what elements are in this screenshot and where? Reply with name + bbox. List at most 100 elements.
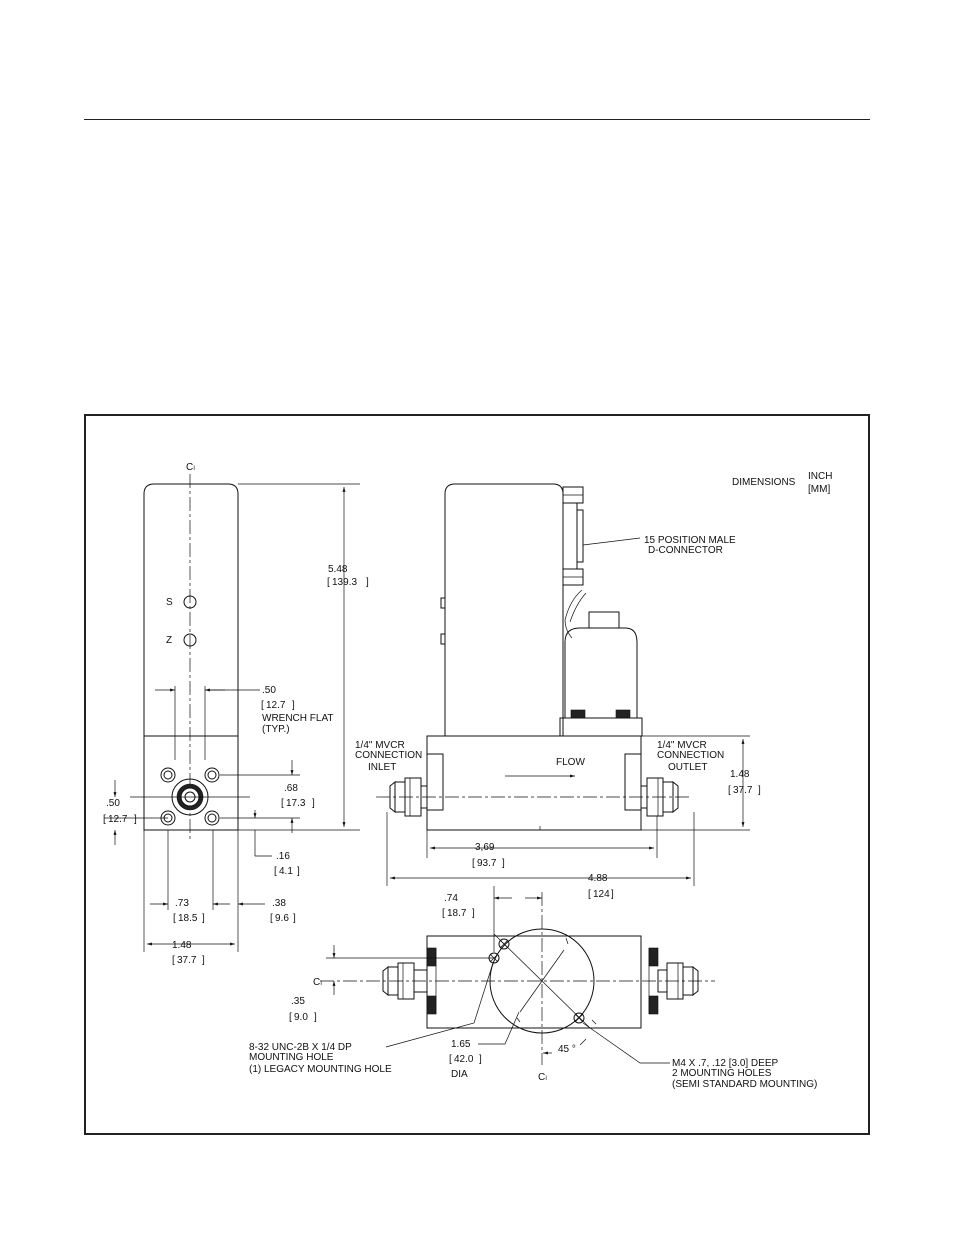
wrench-flat-typ: (TYP.) [262,724,290,735]
hole-x-inch: .73 [175,898,189,909]
svg-text:[: [ [270,913,273,924]
height-inch: 5.48 [328,564,348,575]
svg-text:]: ] [202,913,205,924]
left-offset-inch: .50 [106,798,120,809]
front-view: Cₗ S Z 5.48 [103,462,369,966]
svg-text:]: ] [366,577,369,588]
connector-label: 15 POSITION MALE [644,535,736,546]
left-offset-mm: 12.7 [108,814,128,825]
legacy-hole-note: (1) LEGACY MOUNTING HOLE [249,1064,392,1075]
units-label: DIMENSIONS [732,477,796,488]
body-height-inch: 1.48 [730,769,750,780]
legacy-hole-spec: 8-32 UNC-2B X 1/4 DP [249,1042,352,1053]
legacy-hole-icon [498,938,510,950]
offset-y-inch: .35 [291,996,305,1007]
drawing-frame [84,414,870,1135]
svg-text:]: ] [293,913,296,924]
legacy-hole-type: MOUNTING HOLE [249,1052,334,1063]
offset-x-inch: .74 [444,893,458,904]
d-connector-icon [562,486,584,586]
width-inch: 1.48 [172,940,192,951]
offset-x-mm: 18.7 [447,908,467,919]
svg-text:[: [ [274,866,277,877]
inlet-label: 1/4" MVCR [355,740,405,751]
semi-hole-note: (SEMI STANDARD MOUNTING) [672,1079,817,1090]
semi-hole-count: 2 MOUNTING HOLES [672,1068,772,1079]
body-height-mm: 37.7 [733,785,753,796]
hole-pitch-inch: .68 [284,783,298,794]
outlet-text: OUTLET [668,762,707,773]
span-adjust-hole [183,595,197,609]
circle-dia-note: DIA [451,1069,468,1080]
bottom-centerline-symbol-v: Cₗ [538,1072,547,1083]
units-mm: [MM] [808,484,830,495]
side-view: 15 POSITION MALE D-CONNECTOR FLOW [355,483,761,900]
width-mm: 37.7 [177,955,197,966]
bottom-offset-inch: .16 [276,851,290,862]
body-length-mm: 93.7 [477,858,497,869]
front-body-outline [143,483,239,831]
wrench-flat-note: WRENCH FLAT [262,713,333,724]
right-offset-mm: 9.6 [275,913,289,924]
centerline-symbol: Cₗ [186,462,195,473]
bottom-centerline-symbol: Cₗ [313,977,322,988]
header-rule [84,119,870,120]
offset-y-mm: 9.0 [294,1012,308,1023]
svg-text:[: [ [172,955,175,966]
outlet-label: 1/4" MVCR [657,740,707,751]
svg-text:[: [ [103,814,106,825]
wrench-flat-inch: .50 [262,685,276,696]
bottom-offset-mm: 4.1 [279,866,293,877]
svg-text:]: ] [312,798,315,809]
inlet-connection: CONNECTION [355,750,422,761]
right-offset-inch: .38 [272,898,286,909]
valve-icon [559,611,643,737]
overall-length-inch: 4.88 [588,873,608,884]
zero-label: Z [166,635,172,646]
circle-dia-mm: 42.0 [454,1054,474,1065]
svg-text:[: [ [449,1054,452,1065]
svg-text:]: ] [202,955,205,966]
svg-text:[: [ [261,700,264,711]
semi-hole-icon [573,1012,585,1024]
flow-label: FLOW [556,757,585,768]
span-label: S [166,597,173,608]
svg-text:]: ] [758,785,761,796]
wrench-flat-mm: 12.7 [266,700,286,711]
svg-text:[: [ [173,913,176,924]
height-mm: 139.3 [332,577,357,588]
svg-text:[: [ [728,785,731,796]
svg-text:]: ] [134,814,137,825]
zero-adjust-hole [183,633,197,647]
svg-text:]: ] [479,1054,482,1065]
connector-type: D-CONNECTOR [648,545,723,556]
svg-text:]: ] [472,908,475,919]
svg-text:]: ] [292,700,295,711]
inlet-text: INLET [368,762,396,773]
angle-label: 45 ° [558,1044,576,1055]
bottom-body [426,935,642,1029]
svg-text:[: [ [289,1012,292,1023]
circle-dia-inch: 1.65 [451,1039,471,1050]
hole-pitch-mm: 17.3 [286,798,306,809]
svg-text:[: [ [442,908,445,919]
semi-hole-spec: M4 X .7, .12 [3.0] DEEP [672,1058,778,1069]
electronics-enclosure [444,483,564,736]
svg-text:[: [ [281,798,284,809]
bottom-view: .74 [18.7] Cₗ .35 [9.0] 8-32 UNC-2B X 1/… [249,886,817,1090]
units-inch: INCH [808,471,832,482]
svg-text:[: [ [472,858,475,869]
svg-text:]: ] [611,889,614,900]
body-length-inch: 3,69 [475,842,495,853]
hole-x-mm: 18.5 [178,913,198,924]
svg-text:[: [ [588,889,591,900]
svg-text:]: ] [297,866,300,877]
svg-text:]: ] [502,858,505,869]
svg-text:]: ] [314,1012,317,1023]
overall-length-mm: 124 [593,889,610,900]
outlet-connection: CONNECTION [657,750,724,761]
flow-body [426,735,642,831]
svg-text:[: [ [327,577,330,588]
units-legend: DIMENSIONS INCH [MM] [732,471,832,495]
